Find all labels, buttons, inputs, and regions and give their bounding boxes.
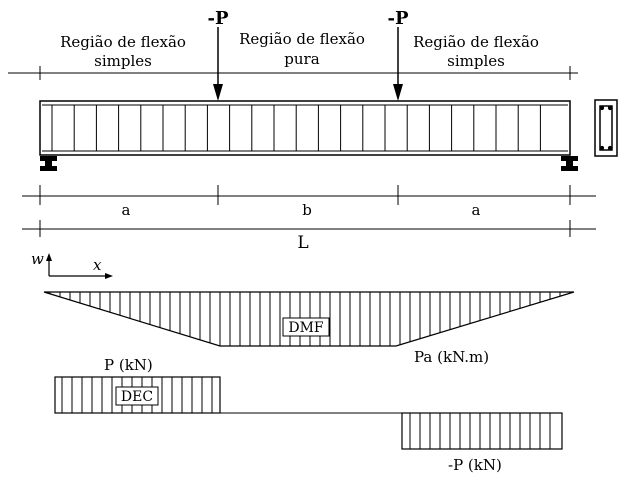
span-dimension-line	[22, 185, 596, 205]
region-right-title: Região de flexão	[413, 33, 539, 51]
region-left-title: Região de flexão	[60, 33, 186, 51]
moment-diagram-tag: DMF	[288, 320, 324, 336]
dimension-total-length: L	[297, 233, 308, 253]
region-center-subtitle: pura	[284, 50, 319, 68]
beam-stirrups	[51, 105, 541, 151]
beam	[39, 100, 571, 156]
shear-negative-label: -P (kN)	[448, 456, 502, 474]
region-left-subtitle: simples	[94, 52, 152, 70]
dimension-a-right: a	[472, 201, 481, 219]
load-left-arrow	[213, 27, 223, 101]
total-length-line	[22, 220, 596, 237]
dimension-a-left: a	[122, 201, 131, 219]
dimension-b: b	[302, 201, 312, 219]
load-left-label: -P	[207, 8, 228, 29]
shear-diagram	[54, 376, 563, 450]
axis-x-label: x	[93, 256, 102, 274]
region-center-title: Região de flexão	[239, 30, 365, 48]
left-support	[40, 156, 57, 171]
moment-diagram	[43, 291, 575, 347]
region-right-subtitle: simples	[447, 52, 505, 70]
beam-cross-section	[594, 99, 618, 157]
shear-diagram-tag: DEC	[121, 389, 153, 405]
load-right-arrow	[393, 27, 403, 101]
load-right-label: -P	[387, 8, 408, 29]
coordinate-axes	[46, 253, 113, 279]
axis-w-label: w	[31, 250, 44, 268]
right-support	[561, 156, 578, 171]
shear-positive-label: P (kN)	[104, 356, 153, 374]
moment-value-label: Pa (kN.m)	[414, 348, 489, 366]
